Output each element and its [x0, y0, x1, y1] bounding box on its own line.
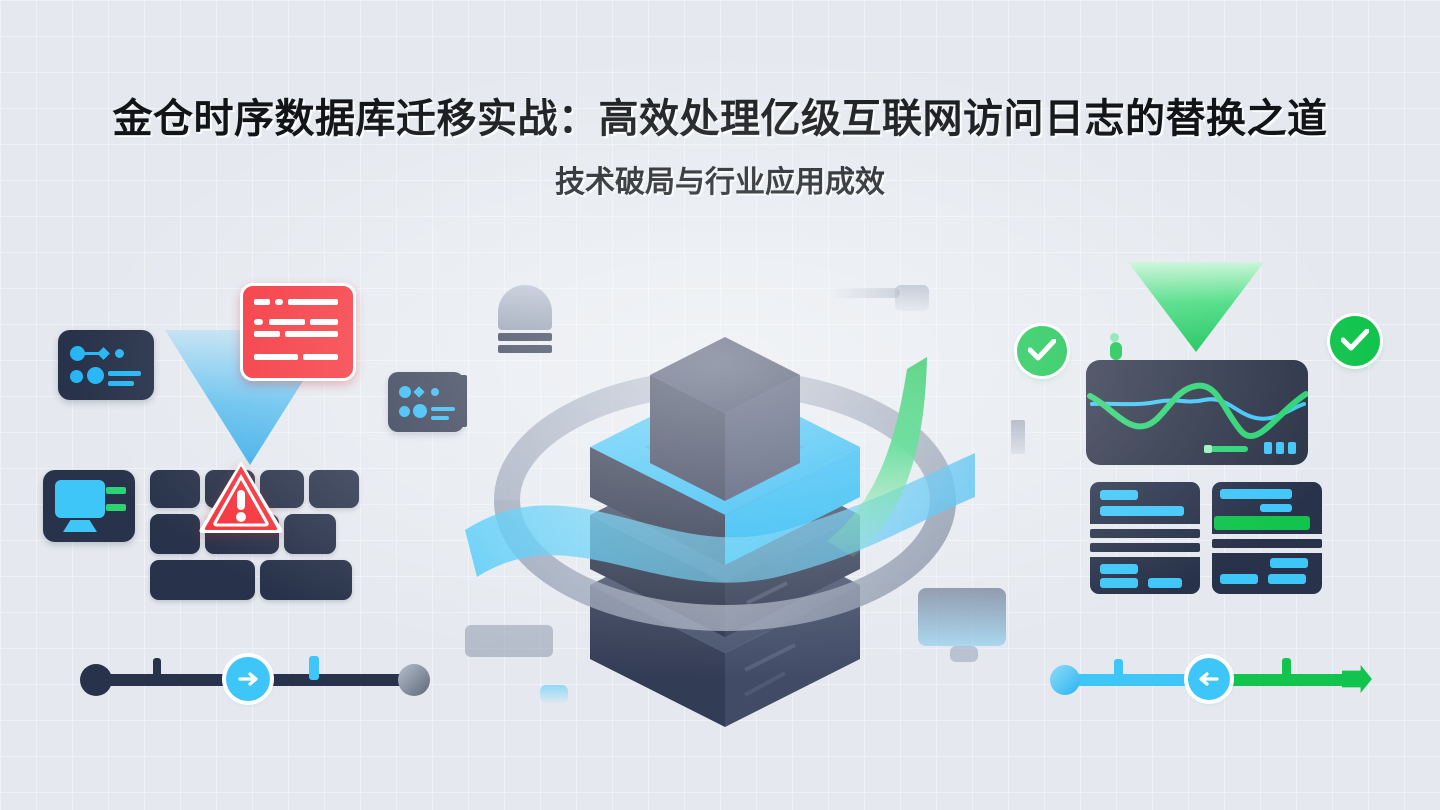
blue-line [1090, 397, 1306, 421]
migration-timeline-before[interactable] [80, 655, 430, 705]
node-graph-card-left [58, 330, 154, 400]
deco-block-tr2 [895, 285, 929, 311]
deco-block-br2 [950, 646, 978, 662]
migration-timeline-after[interactable] [1050, 655, 1372, 705]
cube-top [650, 337, 800, 501]
timeline-knob-left[interactable] [226, 657, 270, 701]
deco-block-far-right [1011, 420, 1025, 454]
error-log-card [240, 283, 356, 381]
down-arrow-green-icon [1128, 262, 1264, 352]
deco-block-bl2 [540, 685, 568, 703]
ribbon-green [827, 357, 927, 557]
highlight-row [1214, 516, 1310, 530]
deco-block-br [918, 588, 1006, 646]
report-card-left [1090, 482, 1200, 594]
timeline-knob-right[interactable] [1188, 658, 1230, 700]
page-title: 金仓时序数据库迁移实战：高效处理亿级互联网访问日志的替换之道 [112, 97, 1328, 141]
green-dot-marker [1110, 342, 1122, 360]
arch-marker [498, 285, 552, 353]
brick-wall [150, 470, 360, 610]
deco-block-bl [465, 625, 553, 657]
deco-block-tr [830, 288, 900, 298]
performance-chart-card [1086, 360, 1309, 465]
report-card-right [1212, 482, 1322, 594]
green-line [1087, 382, 1309, 439]
warning-triangle-icon [197, 457, 285, 535]
monitor-icon [43, 470, 135, 542]
check-circle-left [1017, 326, 1067, 376]
check-circle-right [1330, 316, 1380, 366]
timeline-arrow-end [1342, 665, 1372, 693]
node-graph-card-small [388, 372, 464, 432]
page-subtitle: 技术破局与行业应用成效 [555, 166, 885, 200]
title-block: 金仓时序数据库迁移实战：高效处理亿级互联网访问日志的替换之道 技术破局与行业应用… [0, 96, 1440, 201]
green-dot-marker-small [1110, 333, 1119, 342]
database-stack-illustration [455, 265, 995, 755]
